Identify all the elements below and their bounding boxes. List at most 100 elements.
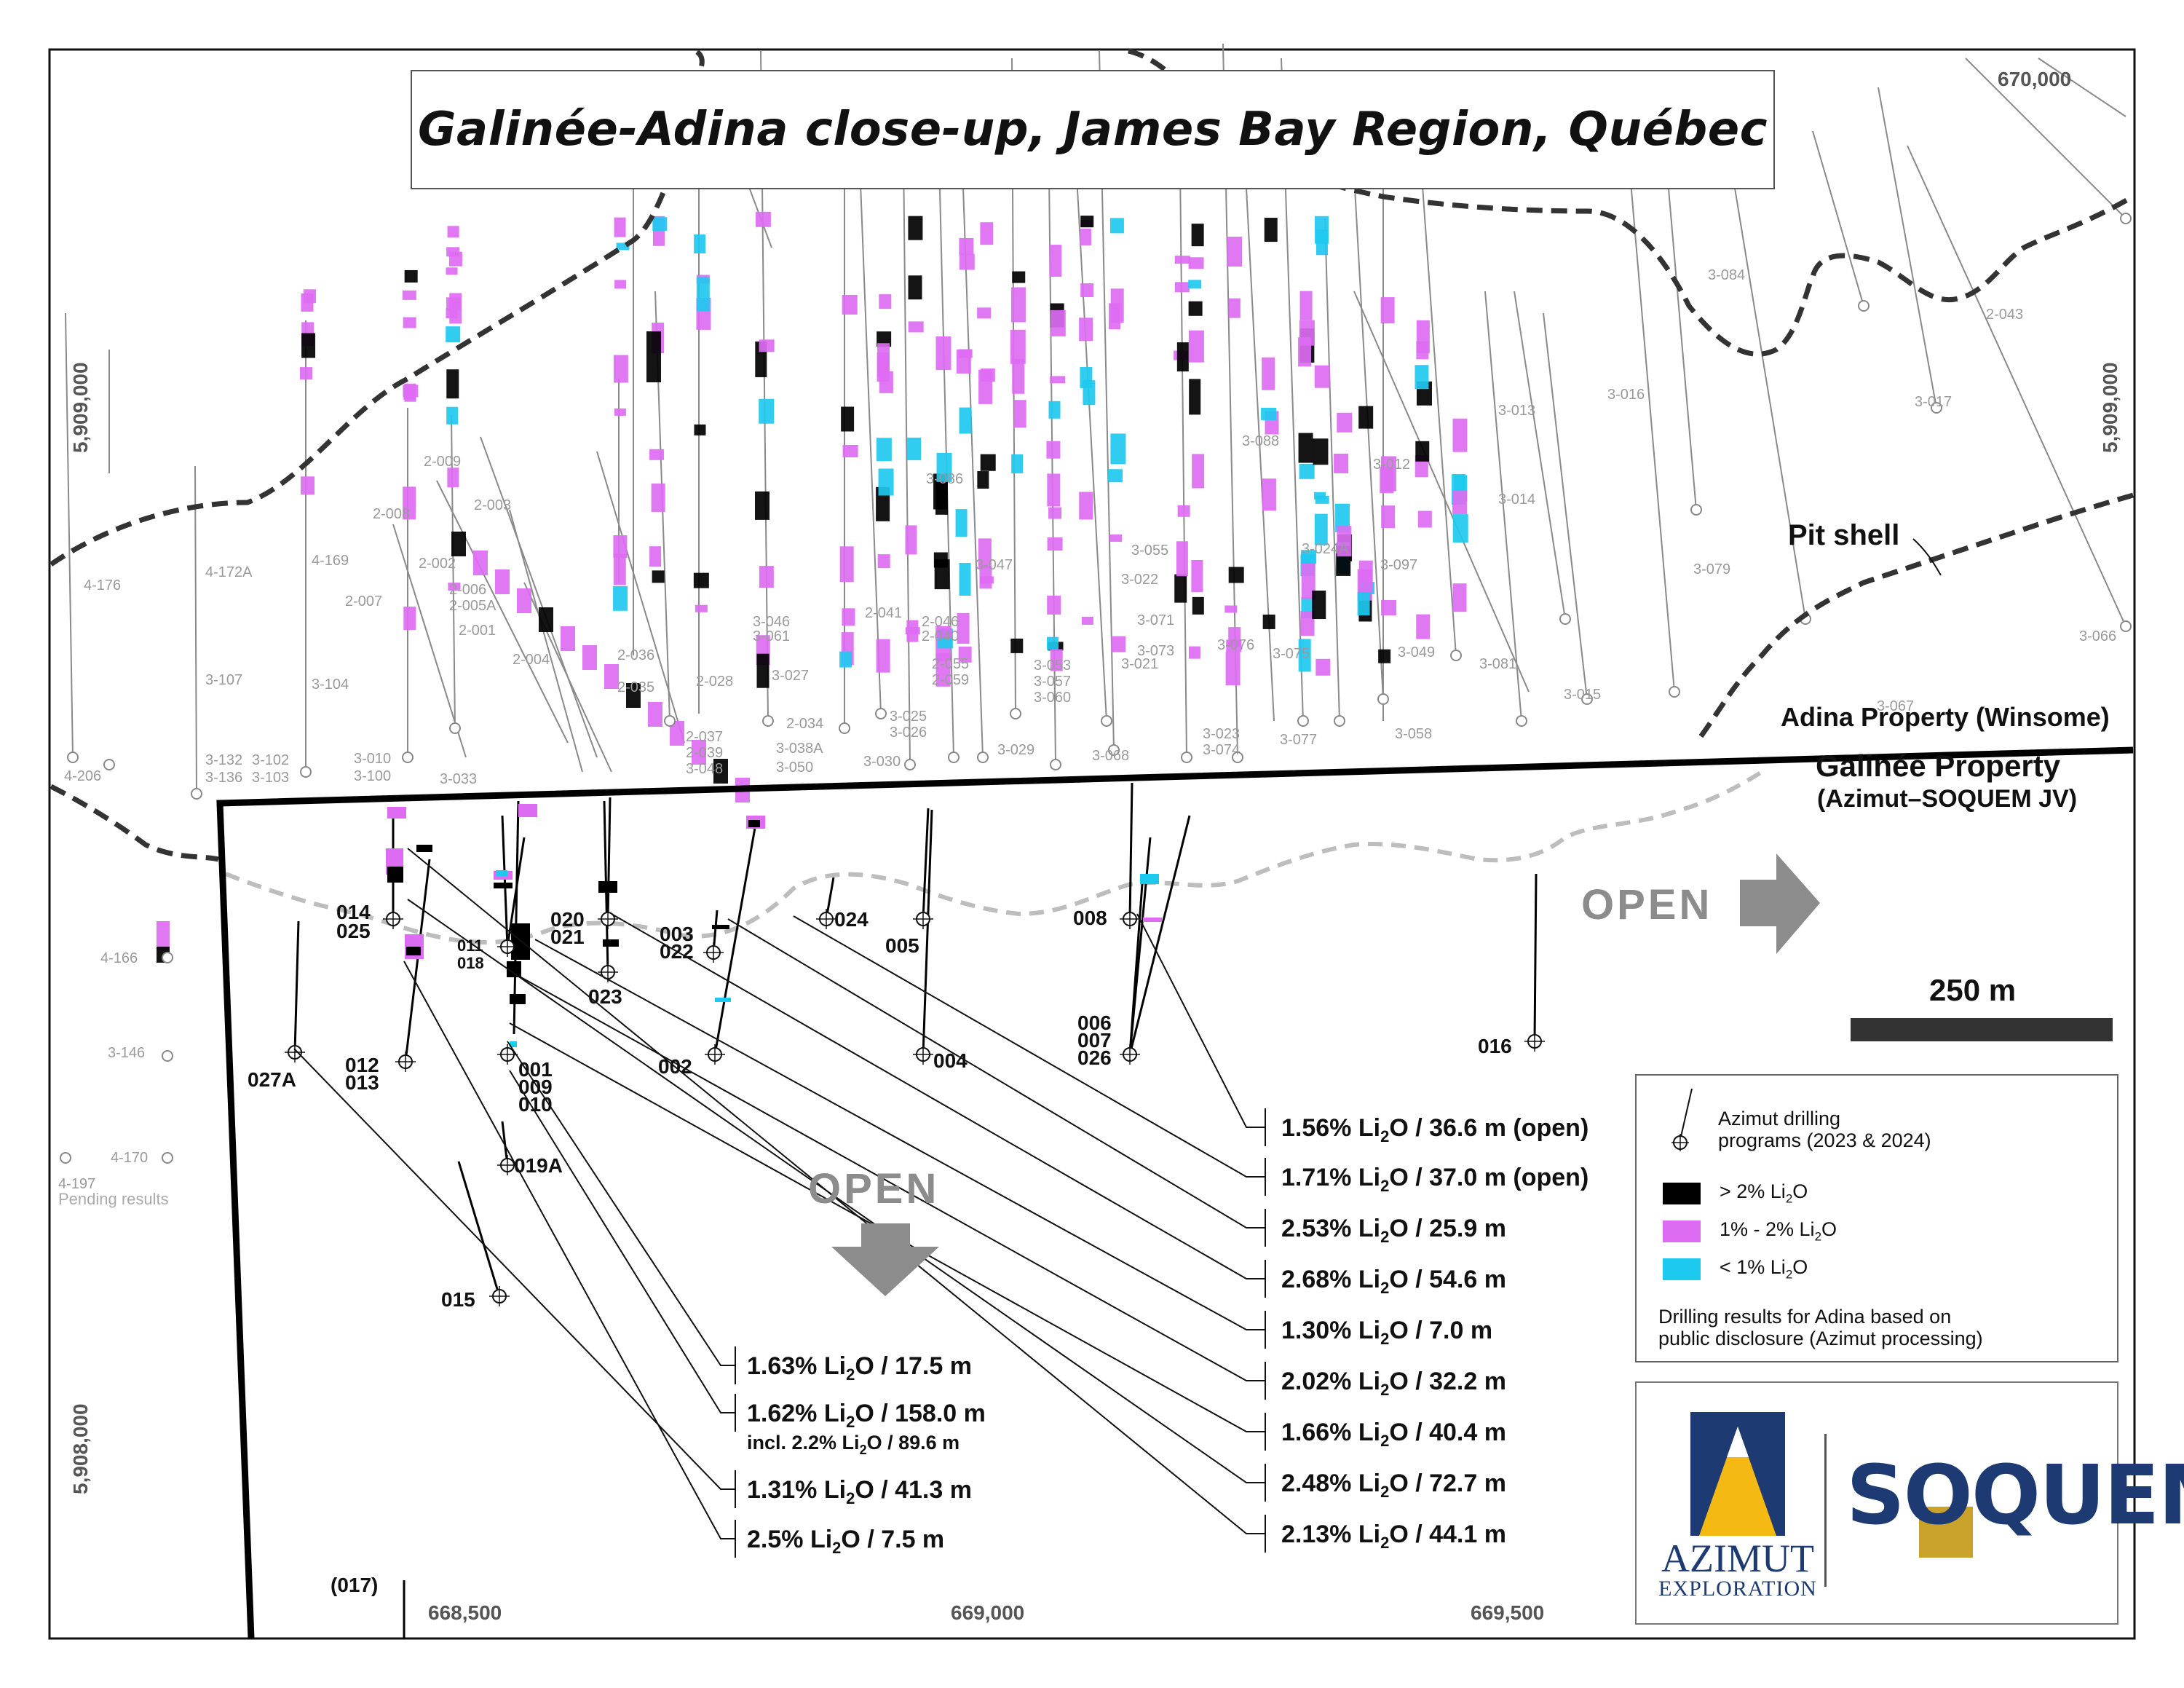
adina-hole-label: 2-028 xyxy=(696,674,733,690)
adina-hole-label: 3-022 xyxy=(1121,572,1158,588)
adina-hole-label: 4-197 xyxy=(58,1176,95,1192)
adina-intervals xyxy=(157,211,1468,963)
galinee-hole-label: 011 xyxy=(457,936,483,955)
pit-shell-outline-south xyxy=(50,492,2134,862)
adina-hole-label: 2-039 xyxy=(686,745,723,761)
adina-hole-label: 4-176 xyxy=(84,577,121,593)
legend-label-mid: 1% - 2% Li2O xyxy=(1720,1218,1837,1244)
galinee-property-label: Galinée Property xyxy=(1816,749,2061,783)
galinee-hole-label: 022 xyxy=(660,940,694,963)
adina-hole-label: 4-169 xyxy=(312,553,349,569)
intercept-label: 2.68% Li2O / 54.6 m xyxy=(1281,1266,1506,1297)
adina-hole-label: 3-071 xyxy=(1137,612,1174,628)
adina-hole-label: 2-003 xyxy=(474,497,511,513)
adina-hole-label: 3-058 xyxy=(1395,726,1432,742)
adina-hole-label: 3-103 xyxy=(252,770,289,786)
galinee-hole-label: 006 xyxy=(1077,1011,1112,1034)
galinee-collars xyxy=(285,909,1545,1306)
galinee-hole-label: 002 xyxy=(658,1055,692,1078)
easting-bottom-2: 669,000 xyxy=(951,1601,1024,1624)
galinee-hole-label: 007 xyxy=(1077,1029,1112,1052)
logos-box: AZIMUT EXPLORATION SOQUEM xyxy=(1635,1381,2184,1625)
galinee-hole-label: 013 xyxy=(345,1071,379,1094)
galinee-hole-label: 010 xyxy=(518,1093,553,1116)
adina-hole-label: 3-060 xyxy=(1034,690,1071,706)
galinee-hole-label: 020 xyxy=(550,908,585,931)
adina-hole-label: 3-104 xyxy=(312,677,349,693)
adina-hole-label: 4-206 xyxy=(64,768,101,784)
adina-hole-label: 3-107 xyxy=(205,672,242,688)
map-title: Galinée-Adina close-up, James Bay Region… xyxy=(417,103,1768,157)
intercept-label: 1.66% Li2O / 40.4 m xyxy=(1281,1419,1506,1450)
adina-hole-label: 3-021 xyxy=(1121,656,1158,672)
adina-hole-label: 2-009 xyxy=(424,454,461,470)
intercept-annotations: 1.56% Li2O / 36.6 m (open)1.71% Li2O / 3… xyxy=(747,1114,1588,1557)
adina-hole-label: 3-030 xyxy=(863,754,901,770)
pit-shell-pointer xyxy=(1912,538,1942,576)
soquem-q-accent xyxy=(1919,1507,1973,1558)
legend-drill-label: Azimut drilling programs (2023 & 2024) xyxy=(1718,1108,2024,1151)
pit-shell-outline xyxy=(50,48,2134,567)
legend-swatch-high xyxy=(1663,1182,1701,1204)
easting-bottom-1: 668,500 xyxy=(428,1601,502,1624)
legend-item-high: > 2% Li2O xyxy=(1663,1180,1808,1206)
adina-hole-label: 3-038A xyxy=(776,741,823,757)
adina-hole-label: 2-041 xyxy=(865,605,902,621)
galinee-hole-labels: 014025012013027A011018001009010019A02002… xyxy=(248,901,1512,1596)
easting-top-label: 670,000 xyxy=(1998,68,2071,90)
northing-left-upper: 5,909,000 xyxy=(69,362,92,453)
galinee-hole-label: 027A xyxy=(248,1068,296,1091)
adina-hole-label: 3-053 xyxy=(1034,658,1071,674)
adina-hole-label: 3-015 xyxy=(1564,687,1601,703)
adina-hole-label: 3-067 xyxy=(1877,698,1914,714)
galinee-intervals xyxy=(386,804,1162,1047)
adina-hole-label: 2-008 xyxy=(373,506,410,522)
adina-hole-label: 3-136 xyxy=(205,770,242,786)
adina-hole-label: 3-088 xyxy=(1242,433,1279,449)
map-frame xyxy=(48,48,2136,1640)
adina-hole-label: 2-005A xyxy=(449,598,496,614)
legend-item-mid: 1% - 2% Li2O xyxy=(1663,1218,1837,1244)
adina-hole-label: 3-084 xyxy=(1708,267,1745,283)
adina-hole-label: 3-061 xyxy=(753,628,790,644)
adina-hole-label: 3-073 xyxy=(1137,643,1174,659)
logo-divider xyxy=(1824,1434,1827,1587)
adina-hole-label: 3-075 xyxy=(1273,646,1310,662)
open-east-label: OPEN xyxy=(1581,881,1712,928)
galinee-hole-label: 025 xyxy=(336,920,371,942)
adina-hole-label: 2-034 xyxy=(786,716,823,732)
legend-swatch-mid xyxy=(1663,1220,1701,1242)
adina-hole-label: 3-046 xyxy=(753,614,790,630)
adina-hole-label: 3-024A xyxy=(1302,541,1349,557)
adina-hole-label: 3-050 xyxy=(776,760,813,776)
adina-hole-label: 3-017 xyxy=(1915,394,1952,410)
intercept-label: 2.13% Li2O / 44.1 m xyxy=(1281,1521,1506,1552)
intercept-label: 1.71% Li2O / 37.0 m (open) xyxy=(1281,1164,1588,1195)
adina-hole-label: 2-001 xyxy=(459,623,496,639)
azimut-wordmark: AZIMUT xyxy=(1661,1537,1814,1580)
adina-hole-label: 3-102 xyxy=(252,752,289,768)
adina-property-label: Adina Property (Winsome) xyxy=(1781,702,2110,732)
adina-hole-label: 2-037 xyxy=(686,729,723,745)
galinee-hole-label: 012 xyxy=(345,1054,379,1076)
galinee-hole-label: 015 xyxy=(441,1288,475,1311)
easting-bottom-3: 669,500 xyxy=(1471,1601,1544,1624)
open-south-arrow xyxy=(831,1223,939,1296)
adina-hole-label: 3-027 xyxy=(772,668,809,684)
adina-hole-label: 2-035 xyxy=(617,679,654,695)
adina-hole-label: 3-025 xyxy=(890,709,927,725)
adina-hole-label: 3-047 xyxy=(976,557,1013,573)
adina-hole-label: 2-002 xyxy=(419,556,456,572)
legend-item-low: < 1% Li2O xyxy=(1663,1256,1808,1282)
adina-hole-label: 2-055 xyxy=(932,656,969,672)
galinee-hole-label: 024 xyxy=(834,908,869,931)
galinee-hole-label: 021 xyxy=(550,926,585,948)
adina-hole-label: 2-004 xyxy=(513,652,550,668)
adina-hole-label: 3-077 xyxy=(1280,732,1317,748)
legend-drill-line-1: Azimut drilling xyxy=(1718,1108,1841,1129)
adina-hole-label: 3-086 xyxy=(926,471,963,487)
azimut-subwordmark: EXPLORATION xyxy=(1658,1577,1817,1601)
adina-hole-label: 3-049 xyxy=(1398,644,1435,660)
adina-hole-label: 3-055 xyxy=(1131,543,1168,559)
